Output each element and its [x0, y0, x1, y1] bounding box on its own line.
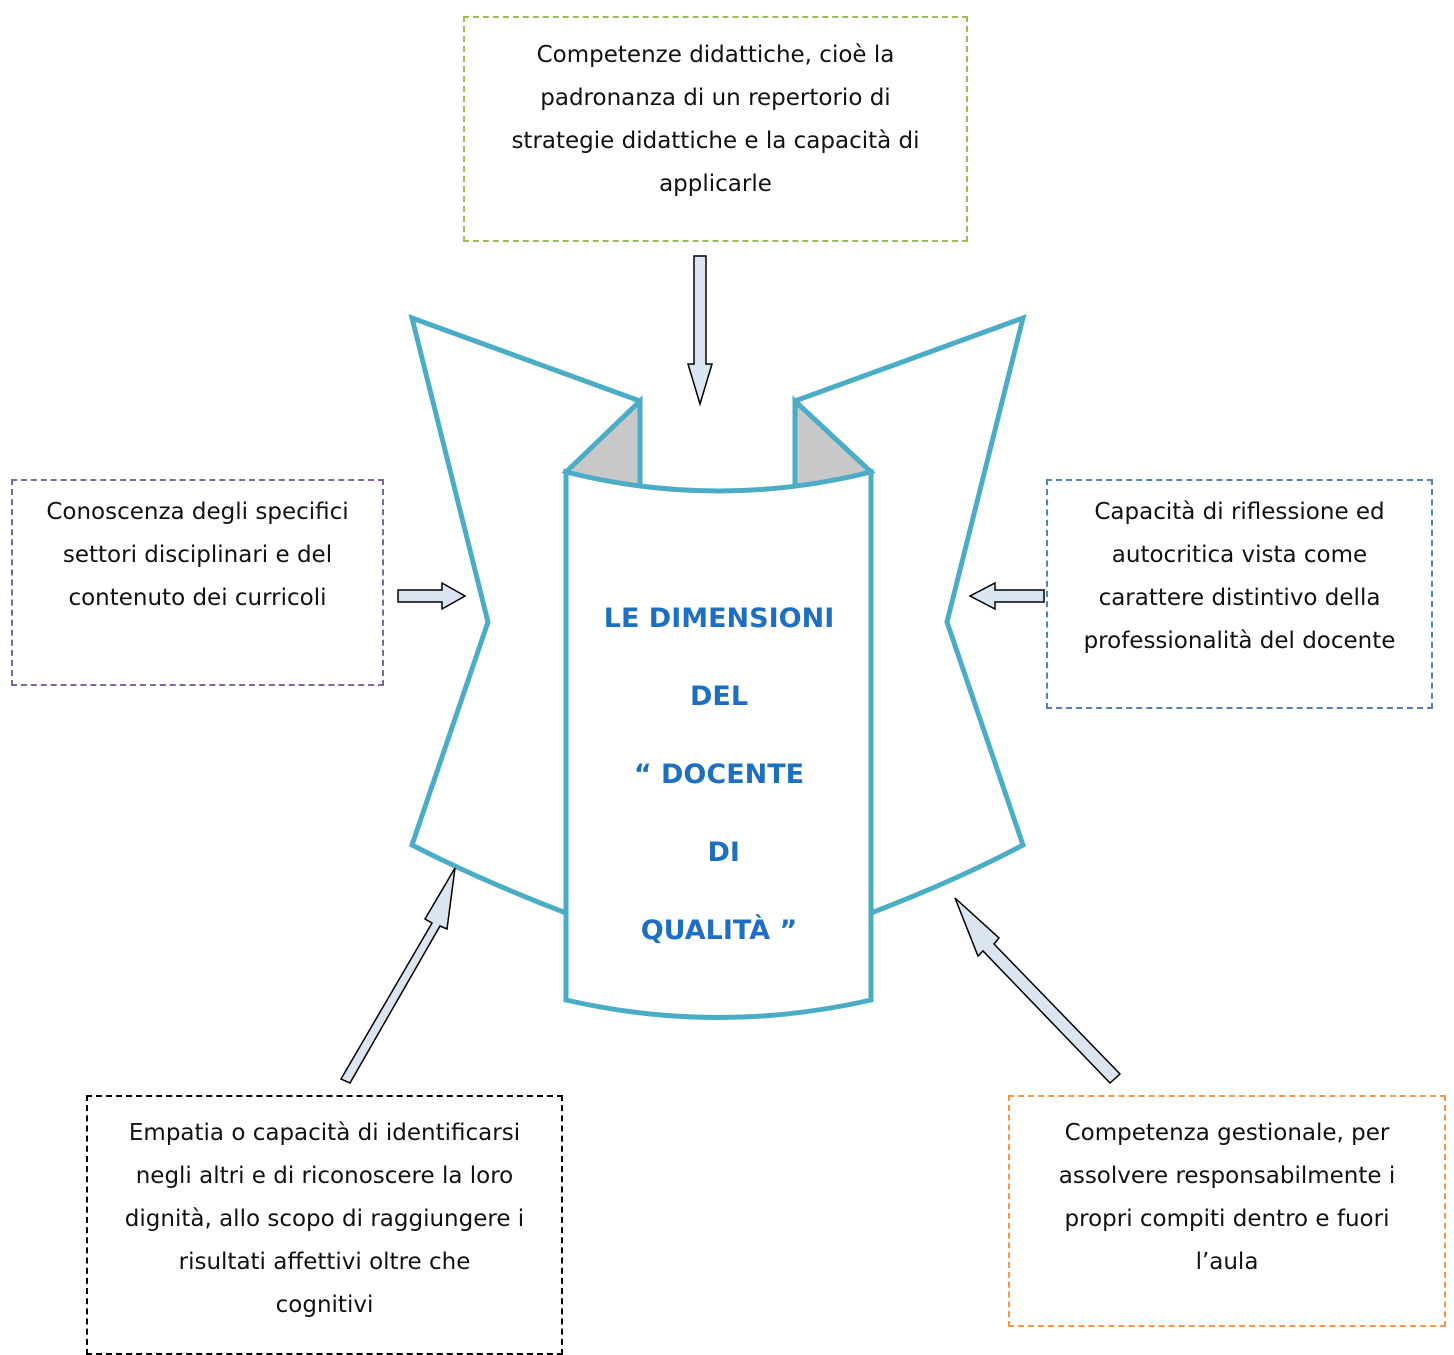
box-bottom-left-empathy: Empatia o capacità di identificarsi negl…	[86, 1095, 563, 1355]
arrow-left-icon	[968, 581, 1045, 611]
box-bottom-right-management: Competenza gestionale, per assolvere res…	[1008, 1095, 1446, 1327]
center-title: LE DIMENSIONI DEL “ DOCENTE DI QUALITÀ ”	[566, 580, 872, 970]
box-left-subject-knowledge: Conoscenza degli specifici settori disci…	[11, 479, 384, 686]
center-title-line-3: “ DOCENTE	[633, 759, 805, 790]
arrow-up-right-icon	[339, 867, 456, 1084]
center-title-line-4: DI	[698, 837, 740, 868]
box-bottom-right-text: Competenza gestionale, per assolvere res…	[1058, 1120, 1396, 1275]
box-top-text: Competenze didattiche, cioè la padronanz…	[511, 42, 920, 197]
center-title-line-2: DEL	[689, 681, 749, 712]
box-top-teaching-skills: Competenze didattiche, cioè la padronanz…	[463, 16, 968, 242]
box-right-self-reflection: Capacità di riflessione ed autocritica v…	[1046, 479, 1433, 709]
arrow-right-icon	[397, 581, 467, 611]
center-title-line-1: LE DIMENSIONI	[603, 603, 835, 634]
box-right-text: Capacità di riflessione ed autocritica v…	[1083, 499, 1396, 654]
banner-center-panel	[563, 468, 874, 1020]
arrow-up-left-icon	[954, 897, 1122, 1085]
box-bottom-left-text: Empatia o capacità di identificarsi negl…	[124, 1120, 525, 1318]
arrow-down-icon	[686, 255, 714, 407]
box-left-text: Conoscenza degli specifici settori disci…	[46, 499, 349, 611]
center-title-line-5: QUALITÀ ”	[640, 915, 798, 946]
